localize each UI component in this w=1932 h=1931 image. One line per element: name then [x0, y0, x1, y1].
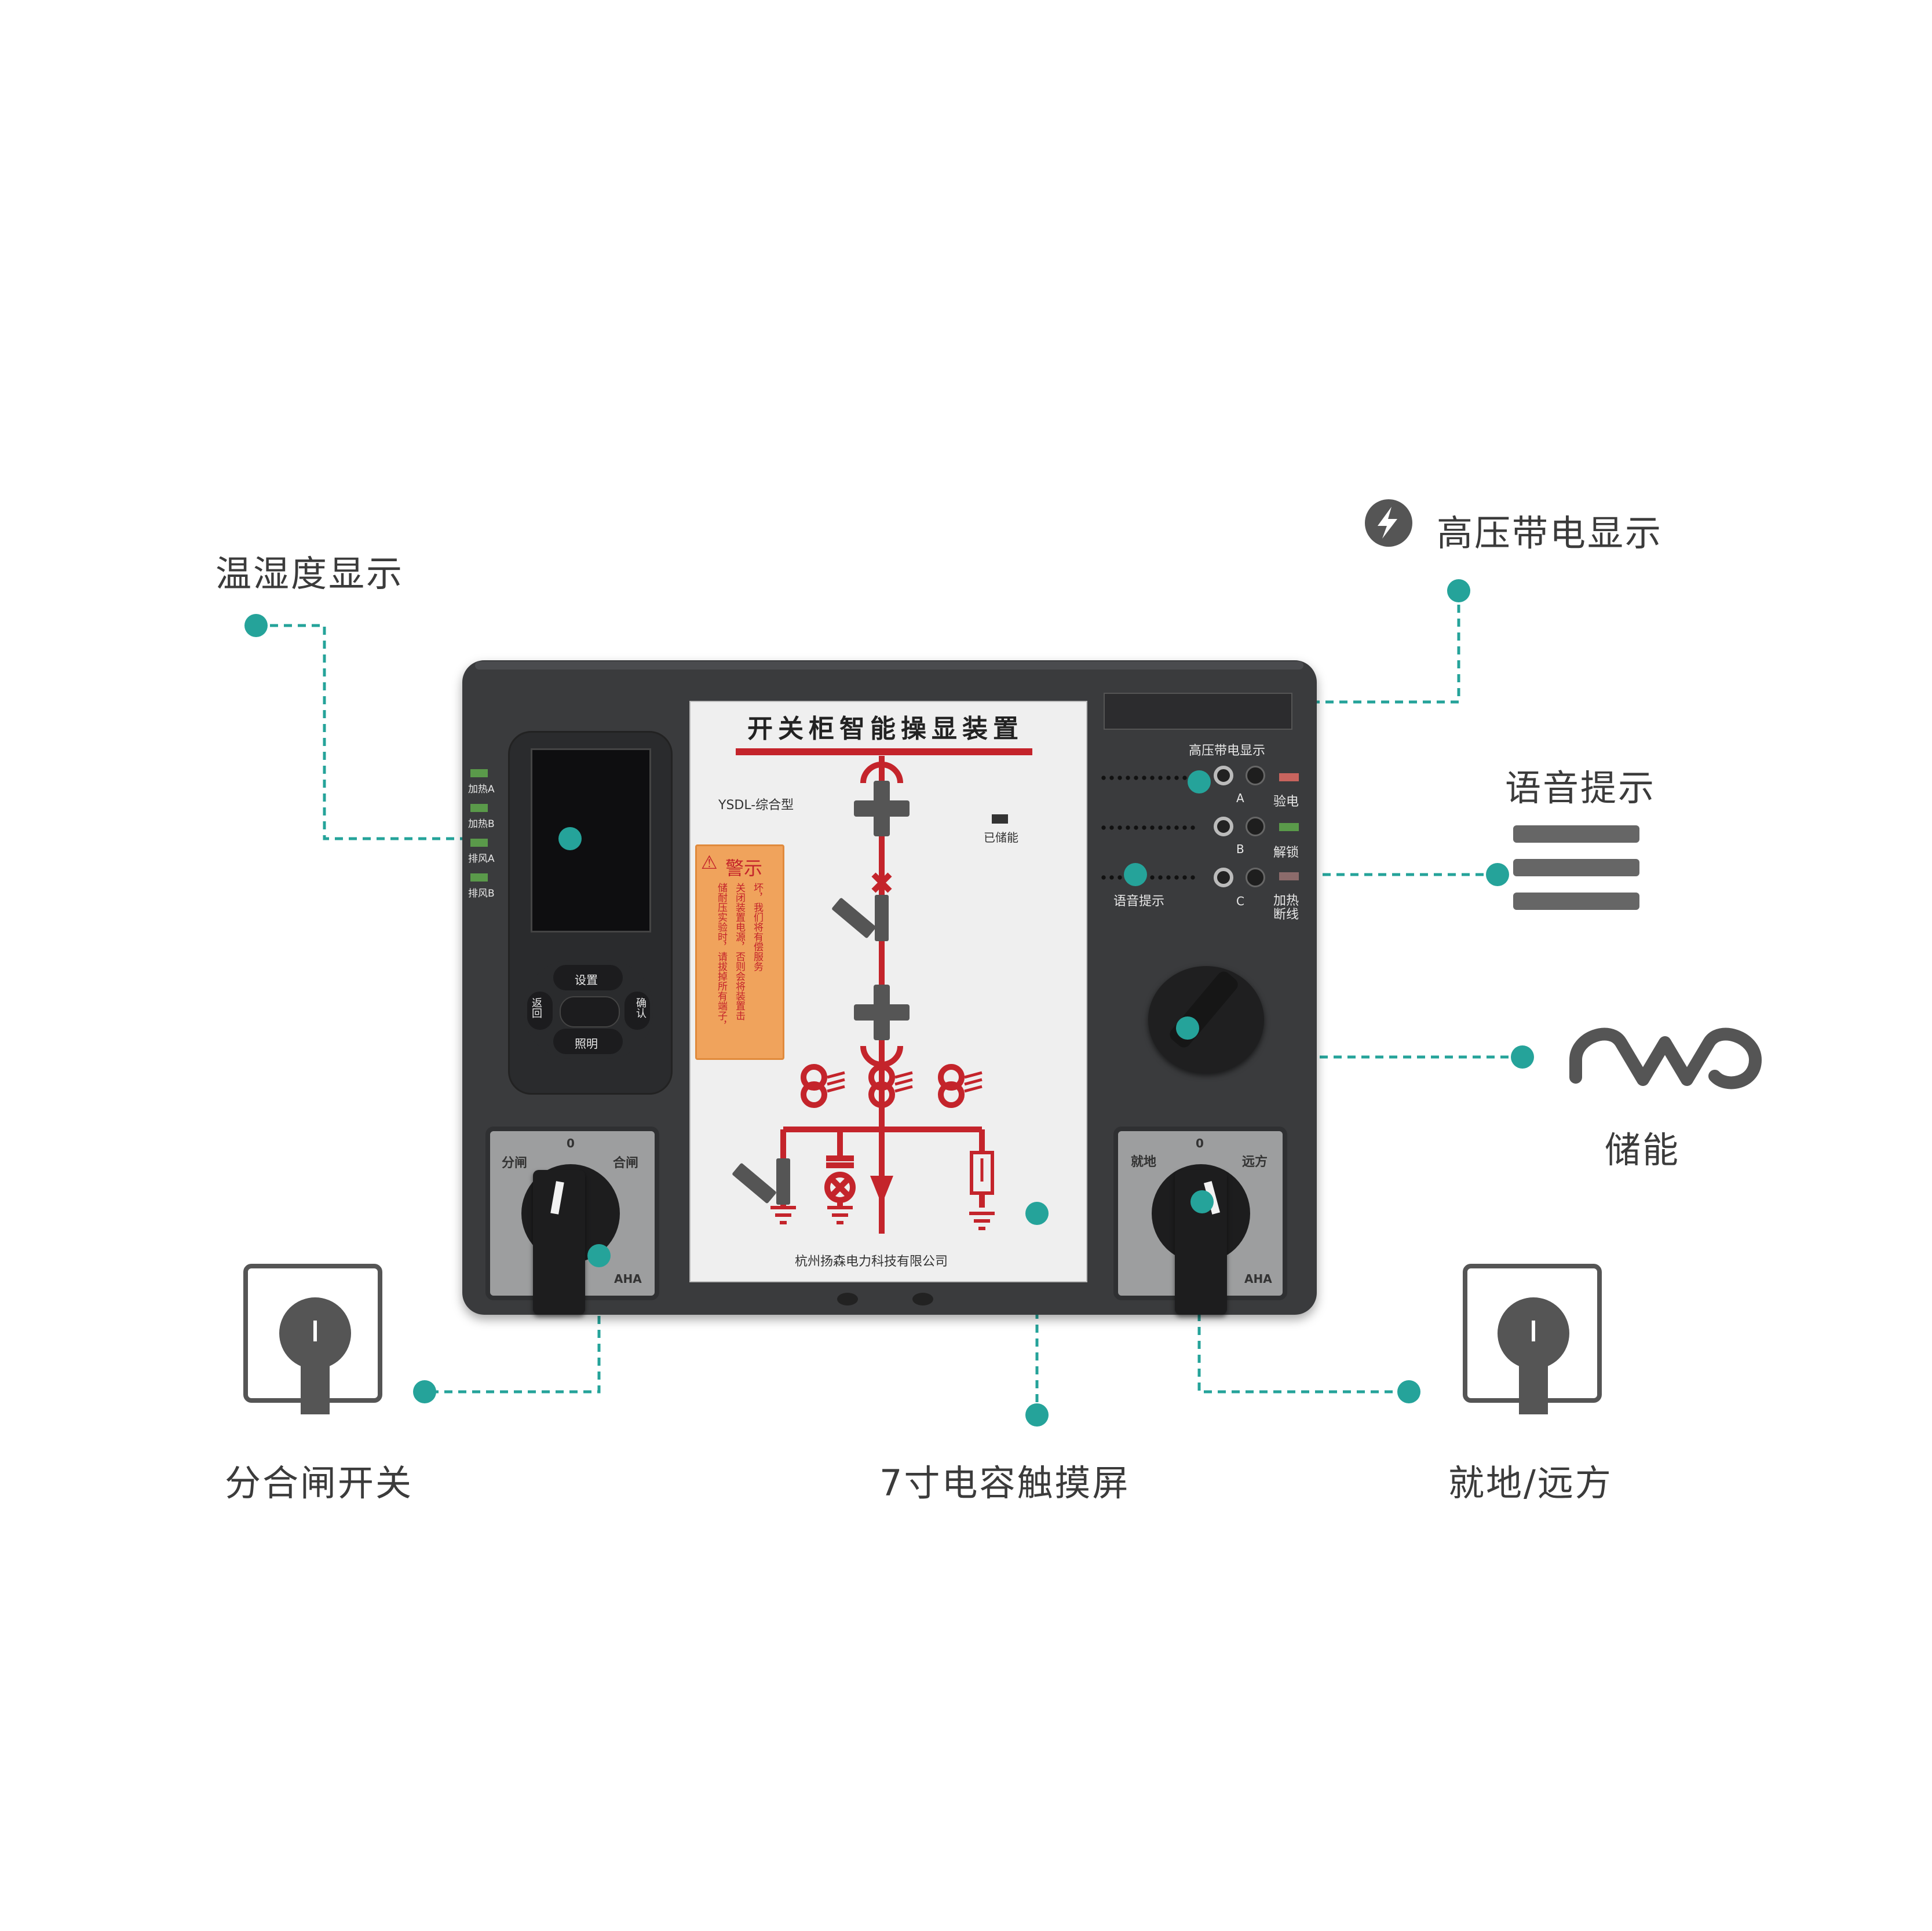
speaker-bar-icon [1513, 825, 1639, 843]
screen-title: 开关柜智能操显装置 [747, 714, 1024, 744]
hv-live-title: 高压带电显示 [1189, 744, 1266, 758]
indicator-heat-break-label: 加热断线 [1273, 894, 1299, 922]
company-name: 杭州扬森电力科技有限公司 [795, 1255, 948, 1269]
indicator-unlock-label: 解锁 [1273, 846, 1299, 860]
right-switch-local-label: 就地 [1131, 1155, 1157, 1169]
hv-socket-c[interactable] [1214, 868, 1233, 887]
bottom-screw [837, 1293, 858, 1305]
keypad-down-label: 照明 [575, 1037, 598, 1051]
warning-icon: ⚠ [701, 851, 718, 873]
callout-dot-local [1397, 1380, 1420, 1403]
warning-text-1: 坏，我们将有偿服务 [751, 883, 763, 971]
callout-local-remote: 就地/远方 [1448, 1462, 1613, 1504]
hv-socket-a[interactable] [1214, 766, 1233, 785]
model-label: YSDL-综合型 [718, 798, 794, 813]
hv-button-b[interactable] [1246, 817, 1265, 836]
callout-dot-hv [1447, 579, 1470, 602]
callout-dot-energy [1511, 1045, 1534, 1069]
led-fan-a [470, 839, 488, 847]
warning-box [695, 844, 784, 1060]
led-fan-a-label: 排风A [468, 853, 495, 865]
voice-prompt-label: 语音提示 [1113, 894, 1165, 909]
speaker-grille [1100, 825, 1198, 831]
keypad-up-button[interactable] [553, 965, 623, 990]
callout-dot-screen-target [1025, 1202, 1049, 1225]
local-remote-stem-icon [1519, 1332, 1548, 1414]
keypad-right-button[interactable] [624, 992, 650, 1030]
callout-switch-on-off: 分合闸开关 [225, 1462, 414, 1504]
keypad-up-label: 设置 [575, 973, 598, 987]
speaker-grille [1100, 875, 1198, 880]
callout-dot-temp-target [558, 827, 582, 850]
led-heat-b [470, 804, 488, 812]
led-fan-b [470, 873, 488, 882]
top-window [1104, 693, 1292, 730]
callout-dot-screen [1025, 1403, 1049, 1427]
left-switch-brand: AHA [614, 1272, 642, 1286]
callout-dot-energy-target [1176, 1016, 1199, 1040]
led-fan-b-label: 排风B [468, 888, 495, 899]
callout-dot-switch-target [587, 1244, 611, 1267]
stored-indicator [992, 814, 1008, 824]
left-switch-zero-label: 0 [567, 1136, 575, 1150]
indicator-verify [1279, 773, 1299, 781]
keypad-down-button[interactable] [553, 1029, 623, 1054]
right-switch-zero-label: 0 [1196, 1136, 1204, 1150]
hv-socket-b[interactable] [1214, 817, 1233, 836]
speaker-grille [1100, 775, 1198, 781]
hv-button-c[interactable] [1246, 868, 1265, 887]
left-switch-off-label: 分闸 [502, 1156, 528, 1171]
bottom-screw [912, 1293, 933, 1305]
stored-label: 已储能 [984, 831, 1018, 844]
switch-marker-icon [313, 1321, 317, 1341]
led-heat-a [470, 769, 488, 777]
callout-dot-local-target [1190, 1190, 1214, 1213]
warning-title: 警示 [725, 857, 763, 879]
callout-hv-live: 高压带电显示 [1437, 512, 1663, 554]
indicator-heat-break [1279, 872, 1299, 880]
phase-c-label: C [1236, 894, 1244, 908]
right-switch-brand: AHA [1244, 1272, 1272, 1286]
phase-a-label: A [1236, 791, 1244, 805]
indicator-unlock [1279, 823, 1299, 831]
callout-dot-switch [413, 1380, 436, 1403]
left-switch-on-label: 合闸 [613, 1156, 639, 1171]
callout-dot-temp [244, 614, 268, 637]
callout-voice-prompt: 语音提示 [1505, 767, 1656, 809]
title-underline [736, 748, 1032, 755]
right-switch-remote-label: 远方 [1242, 1155, 1268, 1169]
callout-dot-voice [1486, 863, 1509, 886]
led-heat-a-label: 加热A [468, 784, 495, 795]
indicator-verify-label: 验电 [1273, 795, 1299, 809]
switch-stem-icon [301, 1332, 330, 1414]
keypad-right-label: 确认 [634, 997, 647, 1018]
temp-humidity-lcd[interactable] [531, 748, 651, 932]
speaker-bar-icon [1513, 859, 1639, 876]
warning-text-3: 储耐压实验时，请拔掉所有端子， [715, 883, 727, 1030]
callout-energy-storage: 储能 [1605, 1129, 1681, 1171]
callout-temp-humidity: 温湿度显示 [216, 553, 404, 595]
phase-b-label: B [1236, 842, 1244, 856]
callout-dot-voice-target [1124, 863, 1147, 886]
led-heat-b-label: 加热B [468, 818, 495, 830]
hv-button-a[interactable] [1246, 766, 1265, 785]
keypad-left-label: 返回 [530, 997, 542, 1018]
local-remote-marker-icon [1532, 1321, 1535, 1341]
keypad-left-button[interactable] [527, 992, 553, 1030]
device-top-bevel [475, 661, 1303, 670]
warning-text-2: 关闭装置电源，否则会将装置击 [733, 883, 745, 1021]
keypad-center-button[interactable] [560, 996, 620, 1027]
callout-dot-hv-target [1188, 770, 1211, 793]
callout-touchscreen: 7寸电容触摸屏 [879, 1462, 1130, 1504]
speaker-bar-icon [1513, 893, 1639, 910]
